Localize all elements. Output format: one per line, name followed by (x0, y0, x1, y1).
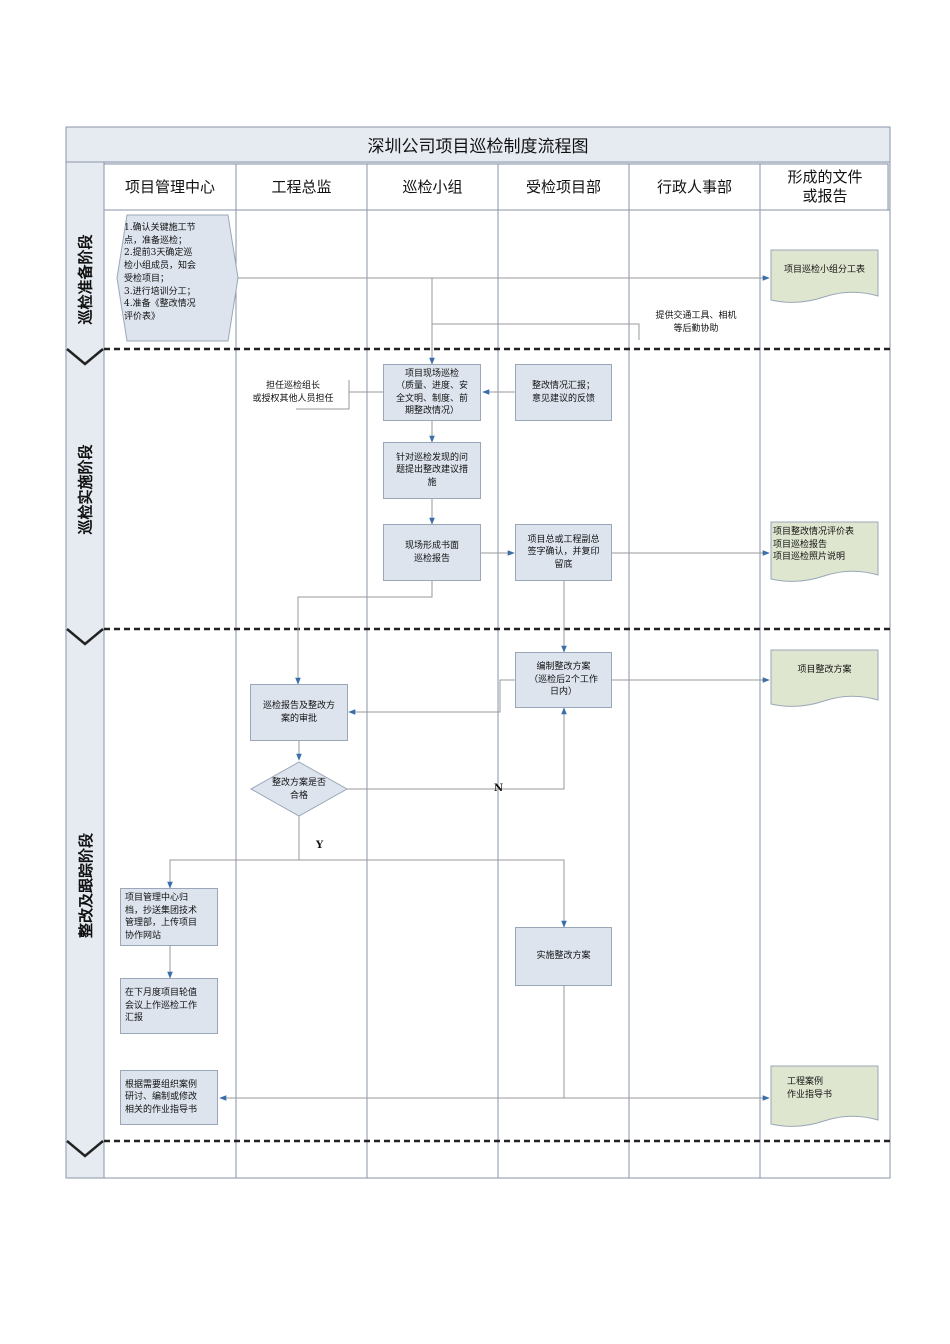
phase-label-rect: 整改及跟踪阶段 (76, 832, 95, 938)
col-header-project-dept: 受检项目部 (525, 177, 601, 196)
site-inspection-box: 项目现场巡检 （质量、进度、安 全文明、制度、前 期整改情况） (383, 364, 481, 421)
doc-shape-impl (770, 521, 879, 582)
implement-box: 实施整改方案 (515, 927, 612, 986)
review-box: 巡检报告及整改方 案的审批 (250, 684, 348, 741)
plan-box: 编制整改方案 （巡检后2个工作 日内） (515, 652, 612, 708)
archive-box: 项目管理中心归 档，抄送集团技术 管理部，上传项目 协作网站 (120, 888, 218, 946)
no-label: N (494, 783, 504, 794)
doc-impl-reports: 项目整改情况评价表 项目巡检报告 项目巡检照片说明 (773, 527, 855, 562)
proposals-box: 针对巡检发现的问 题提出整改建议措 施 (383, 442, 481, 499)
feedback-box: 整改情况汇报； 意见建议的反馈 (515, 364, 612, 421)
col-header-documents: 形成的文件 或报告 (787, 168, 863, 205)
doc-team-assignment: 项目巡检小组分工表 (783, 265, 865, 275)
column-dividers (235, 164, 761, 1178)
connectors (167, 275, 770, 1101)
col-header-project-center: 项目管理中心 (124, 177, 215, 196)
doc-shape-prep (770, 249, 879, 303)
body-frame (103, 209, 891, 1179)
page-title: 深圳公司项目巡检制度流程图 (367, 137, 589, 157)
cases-box: 根据需要组织案例 研讨、编制或修改 相关的作业指导书 (120, 1070, 218, 1125)
written-report-box: 现场形成书面 巡检报告 (383, 524, 481, 581)
col-header-chief-engineer: 工程总监 (271, 177, 332, 196)
doc-shape-cases (770, 1065, 879, 1127)
doc-shape-plan (770, 649, 879, 707)
meeting-box: 在下月度项目轮值 会议上作巡检工作 汇报 (120, 978, 218, 1034)
phase-chevrons (66, 348, 104, 1158)
header-cells (103, 163, 889, 211)
admin-support-note: 提供交通工具、相机 等后勤协助 (655, 311, 737, 334)
doc-cases: 工程案例 作业指导书 (787, 1077, 833, 1100)
phase-label-prep: 巡检准备阶段 (76, 234, 95, 325)
phase-label-impl: 巡检实施阶段 (76, 443, 95, 535)
decision-label: 整改方案是否 合格 (271, 778, 326, 801)
phase-separators (104, 347, 890, 1143)
prep-steps: 1.确认关键施工节 点，准备巡检； 2.提前3天确定巡 检小组成员，知会 受检项… (124, 223, 197, 322)
phase-column (65, 161, 105, 1179)
col-header-admin-hr: 行政人事部 (656, 177, 732, 196)
col-header-inspection-team: 巡检小组 (402, 177, 463, 196)
confirm-box: 项目总或工程副总 签字确认，并复印 留底 (515, 524, 612, 581)
prep-steps-shape (116, 214, 239, 342)
title-bar (65, 126, 891, 163)
leader-note: 担任巡检组长 或授权其他人员担任 (252, 381, 334, 404)
doc-rect-plan: 项目整改方案 (797, 665, 852, 675)
yes-label: Y (316, 840, 324, 851)
